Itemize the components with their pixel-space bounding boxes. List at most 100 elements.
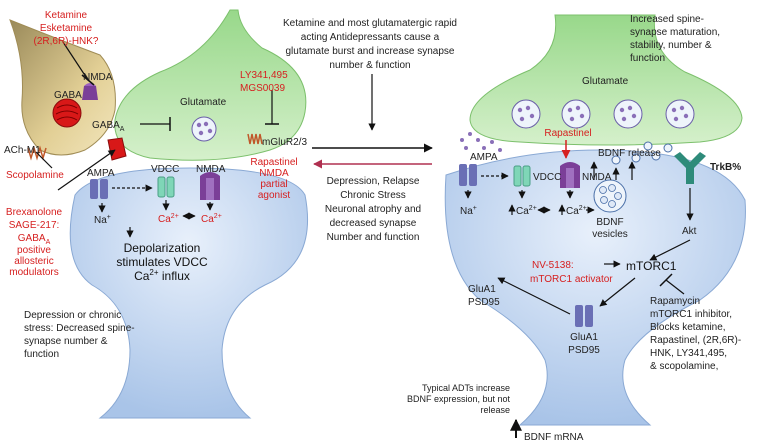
rapamycin-label-6: & scopolamine,: [650, 361, 718, 372]
right-ca-label-1: Ca2+: [516, 205, 537, 217]
left-ca-label-1: Ca2+: [158, 213, 179, 225]
trkb-label: TrkB%: [710, 162, 741, 173]
right-vdcc-icon: [513, 165, 531, 187]
brexanolone-arrow: [57, 149, 116, 191]
bdnf-vesicles-label-2: vesicles: [592, 229, 628, 240]
drug-label-ketamine: Ketamine: [45, 10, 88, 21]
modulator-modulators-label: modulators: [9, 267, 58, 278]
gaba-a-label: GABAA: [92, 120, 125, 133]
drug-label-hnk: (2R,6R)-HNK?: [33, 36, 98, 47]
ach-m1-receptor-icon: [27, 145, 47, 161]
typical-adt-label-2: BDNF expression, but not: [407, 394, 511, 404]
middle-top-text-3: glutamate burst and increase synapse: [286, 46, 455, 57]
gaba-cell-nmda-label: NMDA: [83, 72, 113, 83]
scopolamine-line: [35, 151, 53, 169]
left-nmda-receptor-icon: [200, 172, 220, 200]
glua1-left-label: GluA1: [468, 284, 496, 295]
akt-mtorc1-arrow: [649, 239, 691, 261]
right-nmda-receptor-icon: [560, 162, 580, 188]
left-ca-label-2: Ca2+: [201, 213, 222, 225]
bdnf-mrna-label: BDNF mRNA: [524, 432, 584, 443]
glua1-insertion-receptor-icon: [575, 305, 593, 327]
right-top-text-4: function: [630, 53, 665, 64]
brexanolone-label: Brexanolone: [6, 207, 63, 218]
nv5138-sub-label: mTORC1 activator: [530, 274, 613, 285]
mgs0039-label: MGS0039: [240, 83, 285, 94]
right-vdcc-label: VDCC: [533, 172, 561, 183]
trkb-receptor-icon: [674, 152, 706, 184]
right-nmda-label: NMDA: [582, 172, 612, 183]
glua1-psd95-arrow: [497, 277, 571, 315]
left-ampa-receptor-icon: [90, 179, 108, 199]
depolarization-label: Depolarization: [124, 241, 201, 255]
modulator-allosteric-label: allosteric: [14, 256, 53, 267]
drug-label-esketamine: Esketamine: [40, 23, 93, 34]
left-ampa-label: AMPA: [87, 168, 115, 179]
nv5138-label: NV-5138:: [532, 260, 574, 271]
right-top-text-1: Increased spine-: [630, 14, 704, 25]
akt-label: Akt: [682, 226, 697, 237]
gaba-interneuron: [9, 19, 116, 156]
right-glutamate-label: Glutamate: [582, 76, 629, 87]
left-postsynaptic-spine: [69, 167, 309, 419]
stress-label-1: Depression or chronic: [24, 310, 121, 321]
rapamycin-label-2: mTORC1 inhibitor,: [650, 309, 732, 320]
rapastinel-partial-label: partial: [260, 179, 287, 190]
modulator-positive-label: positive: [17, 245, 51, 256]
middle-top-text-4: number & function: [329, 60, 410, 71]
rapastinel-agonist-label: agonist: [258, 190, 290, 201]
typical-adt-label-1: Typical ADTs increase: [422, 383, 510, 393]
middle-bottom-text-4: decreased synapse: [330, 218, 417, 229]
rapastinel-nmda-label: NMDA: [259, 168, 289, 179]
ca-influx-label: Ca2+ influx: [134, 268, 190, 283]
right-postsynaptic-spine: [444, 149, 746, 426]
rapamycin-label-4: Rapastinel, (2R,6R)-: [650, 335, 741, 346]
sage217-label: SAGE-217:: [9, 220, 60, 231]
modulator-gaba-label: GABAA: [18, 233, 51, 246]
right-top-text-2: synapse maturation,: [630, 27, 720, 38]
middle-bottom-text-1: Depression, Relapse: [327, 176, 420, 187]
ly341495-label: LY341,495: [240, 70, 288, 81]
gaba-vesicle-icon: [52, 98, 82, 128]
stimulates-vdcc-label: stimulates VDCC: [116, 255, 208, 269]
bdnf-vesicles-label-1: BDNF: [596, 217, 623, 228]
bdnf-release-dots-icon: [611, 141, 673, 165]
scopolamine-label: Scopolamine: [6, 170, 64, 181]
typical-adt-label-3: release: [480, 405, 510, 415]
mglur-receptor-icon: [247, 133, 263, 145]
left-na-label: Na+: [94, 214, 111, 226]
middle-bottom-text-3: Neuronal atrophy and: [325, 204, 421, 215]
left-vdcc-icon: [157, 176, 175, 198]
rapamycin-label-3: Blocks ketamine,: [650, 322, 726, 333]
middle-top-text-2: acting Antidepressants cause a: [301, 32, 440, 43]
right-na-label: Na+: [460, 205, 477, 217]
ketamine-block-line: [62, 41, 89, 81]
left-glutamate-label: Glutamate: [180, 97, 227, 108]
bdnf-vesicles-icon: [593, 179, 627, 213]
middle-top-text-1: Ketamine and most glutamatergic rapid: [283, 18, 457, 29]
glua1-bottom-label: GluA1: [570, 332, 598, 343]
left-nmda-label: NMDA: [196, 164, 226, 175]
ach-m1-label: ACh-M1: [4, 145, 41, 156]
gaba-cell-label: GABA: [54, 90, 82, 101]
stress-label-4: function: [24, 349, 59, 360]
mglur-label: mGluR2/3: [262, 137, 307, 148]
rapamycin-label-1: Rapamycin: [650, 296, 700, 307]
right-ca-label-2: Ca2+: [566, 205, 587, 217]
glutamate-release-dots-icon: [460, 132, 502, 152]
left-vdcc-label: VDCC: [151, 164, 179, 175]
bdnf-release-label: BDNF release: [598, 148, 661, 159]
right-ampa-receptor-icon: [459, 164, 477, 186]
middle-bottom-text-2: Chronic Stress: [340, 190, 406, 201]
rapamycin-inhibit-line: [665, 279, 685, 295]
psd95-bottom-label: PSD95: [568, 345, 600, 356]
stress-label-3: synapse number &: [24, 336, 108, 347]
left-presynaptic-terminal: [114, 9, 307, 161]
middle-bottom-text-5: Number and function: [327, 232, 420, 243]
left-glutamate-vesicle-icon: [191, 116, 217, 142]
psd95-left-label: PSD95: [468, 297, 500, 308]
right-top-text-3: stability, number &: [630, 40, 712, 51]
right-glutamate-vesicle-icon: [511, 99, 695, 129]
rapastinel-label: Rapastinel: [250, 157, 297, 168]
